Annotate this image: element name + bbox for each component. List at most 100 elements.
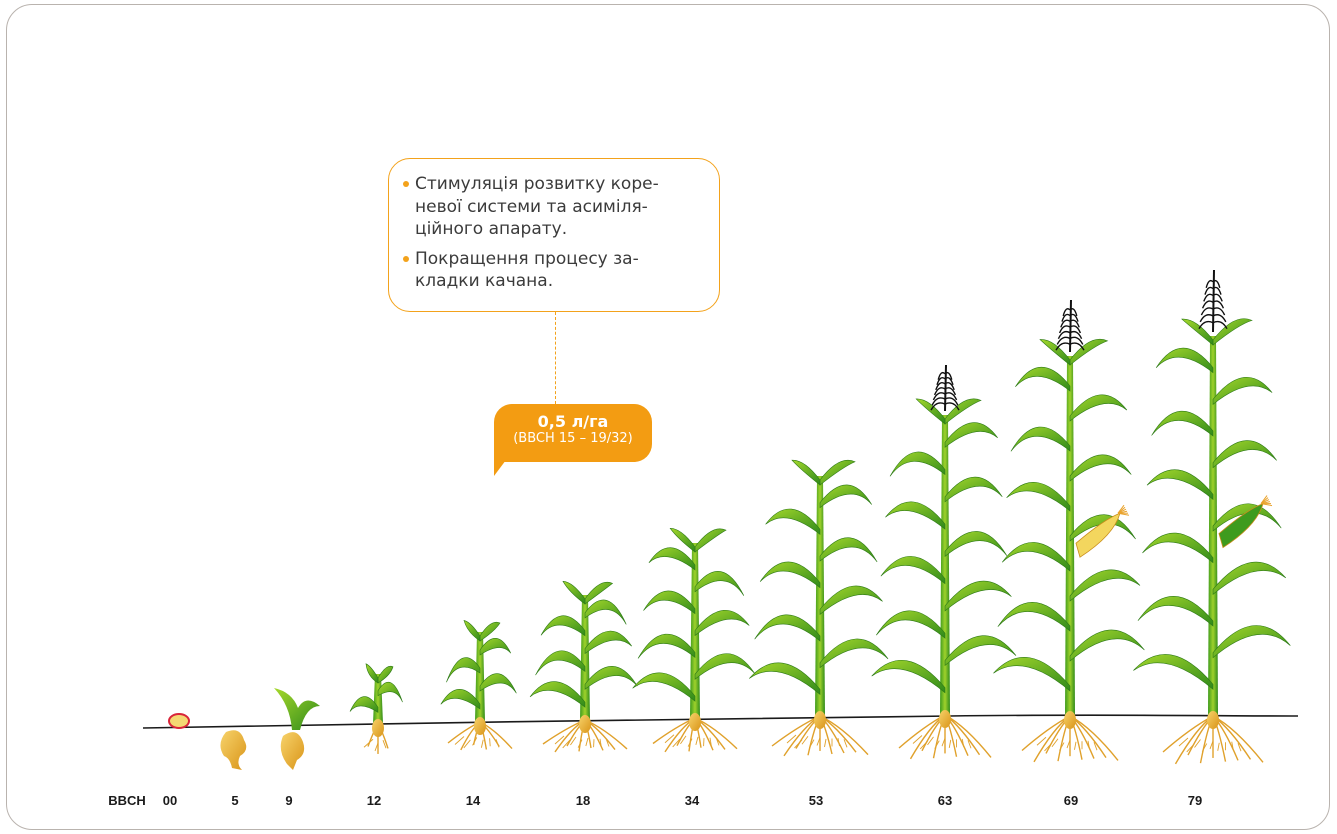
root-crown (1207, 711, 1219, 729)
root (786, 734, 797, 744)
root (1093, 742, 1098, 751)
leaf (1001, 542, 1071, 572)
leaf (535, 650, 586, 676)
tassel (944, 371, 953, 380)
root (948, 739, 952, 748)
tassel (930, 402, 946, 411)
root (1074, 741, 1077, 750)
tassel (1212, 320, 1228, 330)
leaf (944, 476, 1003, 503)
leaf (944, 580, 1012, 612)
bbch-stage-label: 00 (162, 793, 178, 808)
tassel (1212, 307, 1226, 316)
maize-plant (632, 528, 755, 753)
bbch-stage-label: 79 (1187, 793, 1203, 808)
root (809, 739, 815, 748)
leaf (479, 673, 517, 694)
root (801, 736, 809, 745)
tassel (1212, 314, 1227, 323)
benefit-text: Покращення процесу за- кладки качана. (415, 248, 639, 292)
stem (940, 415, 950, 715)
maize-plant (274, 688, 320, 770)
leaf (1155, 347, 1214, 374)
bbch-stage-label: 63 (937, 793, 953, 808)
root (941, 738, 946, 747)
root (843, 739, 848, 748)
leaf (944, 422, 998, 448)
leaf (1069, 569, 1141, 602)
figure-frame (6, 4, 1330, 830)
leaf (1010, 426, 1071, 452)
leaf (915, 398, 946, 425)
tassel (944, 397, 959, 406)
root (695, 736, 699, 745)
root (1231, 741, 1234, 750)
benefits-callout: Стимуляція розвитку коре- невої системи … (388, 158, 720, 312)
leaf (479, 638, 512, 656)
leaf (871, 660, 946, 694)
seed-icon (168, 713, 190, 729)
leaf (694, 653, 755, 680)
root-crown (939, 710, 951, 728)
root (570, 736, 577, 746)
tassel (1069, 308, 1078, 317)
leaf (377, 681, 403, 703)
leaf (1133, 654, 1214, 690)
bullet-icon (403, 181, 409, 187)
leaf (584, 666, 638, 690)
leaf (1146, 469, 1214, 500)
leaf (694, 528, 727, 553)
leaf (1212, 625, 1291, 659)
sprout (274, 688, 320, 730)
root (577, 739, 583, 748)
leaf (632, 672, 696, 702)
root-crown (689, 713, 701, 731)
bbch-stage-label: 18 (575, 793, 591, 808)
root (1209, 740, 1214, 750)
root (1051, 738, 1059, 747)
tassel (1201, 300, 1214, 309)
leaf (349, 696, 379, 713)
tassel (1056, 336, 1071, 345)
bbch-stage-label: 5 (231, 793, 239, 808)
root (1059, 742, 1065, 751)
root (495, 739, 500, 748)
leaf (819, 459, 856, 486)
tassel (1057, 330, 1071, 340)
leaf (993, 657, 1071, 692)
leaf (1212, 318, 1253, 346)
germinating-seed (280, 732, 305, 770)
leaf (1212, 503, 1282, 532)
root (1178, 737, 1189, 747)
bbch-stage-label: 34 (684, 793, 700, 808)
root (824, 738, 827, 748)
root (816, 737, 821, 746)
root (1201, 743, 1208, 752)
badge-pointer (494, 460, 506, 476)
root-crown (474, 717, 486, 735)
tassel (1199, 314, 1214, 323)
tassel (1069, 342, 1085, 351)
tassel (1204, 286, 1214, 295)
leaf (765, 508, 821, 535)
leaf (876, 610, 946, 639)
leaf (1006, 482, 1071, 512)
leaf (584, 599, 627, 625)
maize-plant (529, 580, 638, 753)
maize-plant (993, 299, 1145, 763)
leaf (1212, 377, 1273, 405)
root (664, 734, 675, 744)
leaf (694, 571, 745, 596)
root (463, 739, 471, 749)
application-stage: (BBCH 15 – 19/32) (513, 431, 633, 446)
tassel (1212, 286, 1222, 295)
leaf (446, 657, 481, 683)
leaf (748, 662, 821, 695)
root (961, 738, 965, 747)
tassel (935, 382, 946, 391)
stem (475, 632, 485, 722)
maize-plant (748, 459, 889, 757)
root (585, 737, 589, 747)
leaf (584, 630, 632, 655)
